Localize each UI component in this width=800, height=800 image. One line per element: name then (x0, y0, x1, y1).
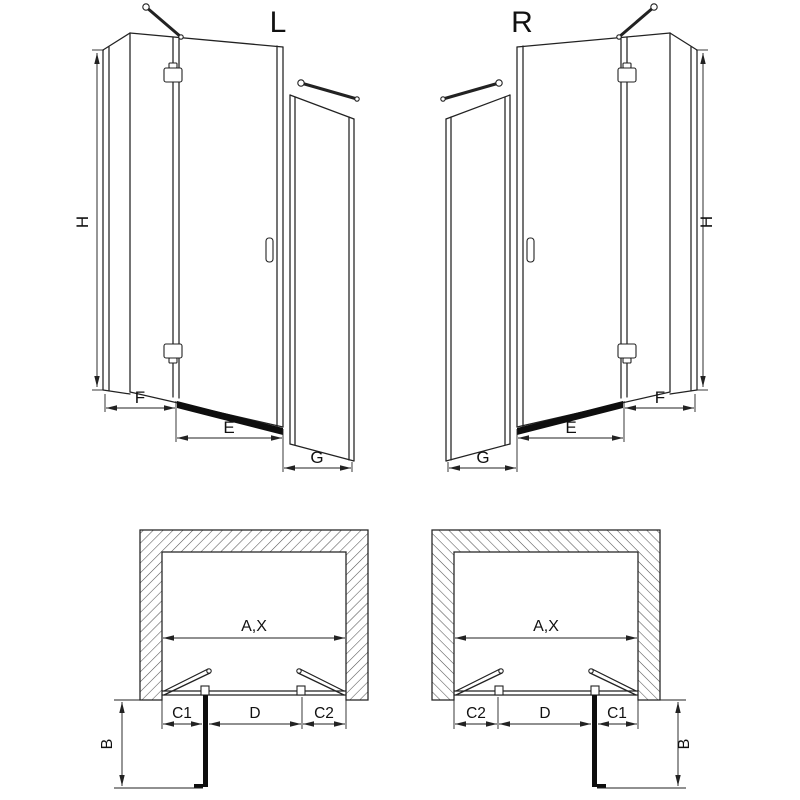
dimension-e (177, 429, 284, 472)
door-swing-left (163, 668, 212, 696)
door-hinge-bottom (163, 343, 183, 364)
dimension-c-segments (161, 697, 347, 729)
elev-left-dim-e: E (223, 418, 234, 437)
side-wall-panel (102, 32, 131, 395)
wall-hatched (139, 529, 369, 701)
return-panel-plan (194, 695, 208, 788)
dimension-labels: L H F E G R H G E F A,X C1 D C2 B A,X C2… (73, 6, 716, 749)
hinge-fitting-right (296, 685, 306, 696)
elevation-plan-right-drawing (432, 4, 708, 788)
plan-right-dim-width: A,X (533, 618, 559, 635)
plan-left-dim-depth: B (99, 739, 116, 750)
plan-left-dim-seg-left: C1 (172, 705, 192, 722)
elev-left-dim-f: F (135, 388, 145, 407)
elev-right-dim-h: H (697, 216, 716, 228)
dimension-g (284, 462, 353, 472)
dimension-depth-b (114, 699, 203, 789)
elev-left-title: L (270, 6, 287, 39)
hinge-fitting-left (200, 685, 210, 696)
dimension-height-h (92, 49, 104, 391)
plan-right-dim-seg-mid: D (539, 705, 550, 722)
plan-left-dim-seg-mid: D (249, 705, 260, 722)
dimension-f (104, 394, 177, 442)
door-swing-right (296, 668, 345, 696)
door-hinge-top (163, 62, 183, 83)
front-glass-panels (129, 32, 284, 428)
door-handle (265, 237, 274, 263)
plan-right-dim-seg-left: C2 (466, 705, 486, 722)
elev-right-title: R (511, 6, 533, 39)
plan-right-dim-seg-right: C1 (607, 705, 627, 722)
elev-left-dim-h: H (73, 216, 92, 228)
plan-left-dim-width: A,X (241, 618, 267, 635)
elev-right-dim-g: G (476, 448, 489, 467)
elevation-plan-left-drawing (92, 3, 369, 789)
elev-right-dim-e: E (565, 418, 576, 437)
return-side-panel (289, 94, 355, 462)
door-plan-line (161, 690, 347, 696)
elev-left-dim-g: G (310, 448, 323, 467)
plan-right-dim-depth: B (676, 739, 693, 750)
support-bar-right (297, 79, 360, 102)
threshold-rail (177, 401, 283, 435)
elev-right-dim-f: F (655, 388, 665, 407)
plan-left-dim-seg-right: C2 (314, 705, 334, 722)
support-bar-left (142, 3, 184, 40)
